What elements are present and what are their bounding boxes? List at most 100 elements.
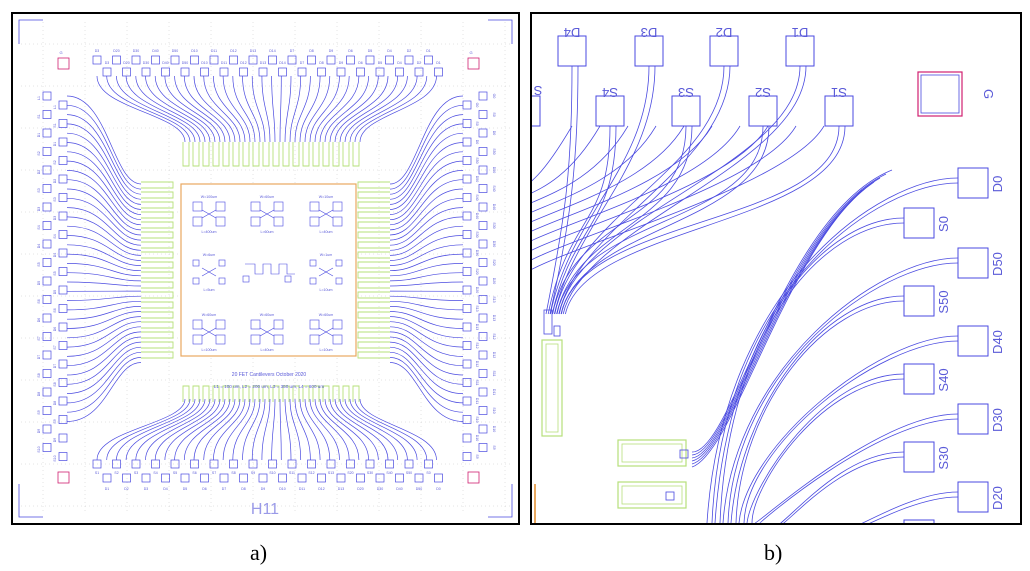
top-trace <box>213 75 246 143</box>
corner-gate-pad <box>57 471 70 484</box>
left-pad <box>58 193 68 202</box>
bottom-trace <box>106 398 191 461</box>
left-pad <box>42 387 52 397</box>
bottom-pad <box>326 459 336 469</box>
right-pad-label: D12 <box>492 352 496 358</box>
left-trace <box>532 125 741 241</box>
left-pad-label: S5 <box>53 271 57 275</box>
top-trace <box>545 65 573 315</box>
test-device <box>309 319 343 345</box>
contact-finger <box>212 385 220 402</box>
bottom-pad <box>141 473 151 483</box>
top-pad <box>307 55 316 65</box>
right-pad <box>462 415 472 424</box>
left-pad-label: D2 <box>37 170 41 175</box>
left-trace <box>66 225 142 256</box>
right-pad-label: D50 <box>492 167 496 173</box>
contact-finger <box>232 385 240 402</box>
top-trace <box>261 75 271 143</box>
bottom-trace <box>154 398 216 461</box>
right-pad <box>462 174 472 184</box>
top-trace <box>299 75 321 143</box>
top-pad-label: D30 <box>143 61 149 65</box>
bottom-pad <box>229 459 238 469</box>
contact-tip <box>679 449 689 459</box>
test-device <box>309 201 343 227</box>
top-trace <box>556 125 693 315</box>
left-pad-label: S3 <box>37 188 41 192</box>
right-trace <box>389 281 464 287</box>
bottom-pad-label: D40 <box>396 487 402 491</box>
bottom-pad <box>365 459 375 469</box>
left-trace <box>66 142 142 210</box>
right-trace <box>759 418 959 523</box>
left-trace <box>532 125 769 251</box>
right-trace <box>389 188 464 236</box>
bottom-trace <box>334 398 389 461</box>
contact-finger <box>357 281 390 289</box>
left-pad-label: S5 <box>37 262 41 266</box>
bottom-pad-label: D2 <box>124 487 129 491</box>
bottom-pad-label: D10 <box>279 487 285 491</box>
left-pad <box>42 221 52 230</box>
top-pad <box>326 55 336 65</box>
right-pad-label: S20 <box>492 259 496 265</box>
right-pad <box>462 211 472 221</box>
right-pad-label: D0 <box>990 176 1005 193</box>
left-pad-label: S4 <box>37 225 41 229</box>
top-trace <box>193 75 236 143</box>
contact-finger <box>141 341 174 349</box>
right-pad <box>903 207 935 239</box>
contact-strip-inner <box>545 343 559 433</box>
right-trace <box>389 311 464 329</box>
right-pad <box>478 332 488 341</box>
right-pad <box>903 519 935 523</box>
channel <box>266 327 275 337</box>
bottom-pad <box>161 473 170 483</box>
contact-finger <box>357 211 390 219</box>
right-pad-label: S0 <box>475 121 479 125</box>
right-pad <box>462 359 472 369</box>
top-pad <box>131 55 141 65</box>
device-pad <box>309 277 317 285</box>
right-pad <box>462 248 472 258</box>
left-pad <box>42 332 52 341</box>
right-pad-label: D30 <box>492 241 496 247</box>
bottom-trace <box>344 398 408 461</box>
bottom-pad-label: S6 <box>192 471 196 475</box>
left-pad-label: D3 <box>53 216 57 221</box>
right-trace <box>743 340 959 523</box>
bottom-pad <box>112 459 121 469</box>
top-pad-label: D3 <box>105 61 110 65</box>
left-pad-label: S1 <box>53 123 57 127</box>
converging-trace <box>691 189 863 468</box>
left-trace <box>66 281 142 287</box>
bottom-pad <box>102 473 112 483</box>
channel <box>325 209 334 219</box>
right-pad <box>462 452 472 461</box>
right-pad <box>462 322 472 332</box>
right-pad <box>462 100 472 110</box>
top-contact-fingers <box>182 142 360 167</box>
top-trace <box>116 75 196 143</box>
right-pad-label: D12 <box>475 361 479 367</box>
contact-finger <box>141 211 174 219</box>
top-s-pad <box>748 95 778 127</box>
right-pad <box>462 285 472 295</box>
top-pad <box>356 67 365 77</box>
device-width-label: W=10um <box>319 195 333 199</box>
left-pad-label: D1 <box>53 142 57 147</box>
right-trace <box>389 331 464 367</box>
right-trace <box>389 151 464 215</box>
right-pad-label: D40 <box>492 204 496 210</box>
right-pad <box>478 221 488 230</box>
contact-finger <box>357 221 390 229</box>
channel <box>266 209 275 219</box>
bottom-trace <box>145 398 211 461</box>
bottom-trace <box>289 398 302 461</box>
bottom-pad-label: S11 <box>289 471 295 475</box>
contact-finger <box>222 142 230 167</box>
top-pad-label: D1 <box>436 61 441 65</box>
contact-finger <box>141 351 174 359</box>
top-pad <box>200 67 209 77</box>
